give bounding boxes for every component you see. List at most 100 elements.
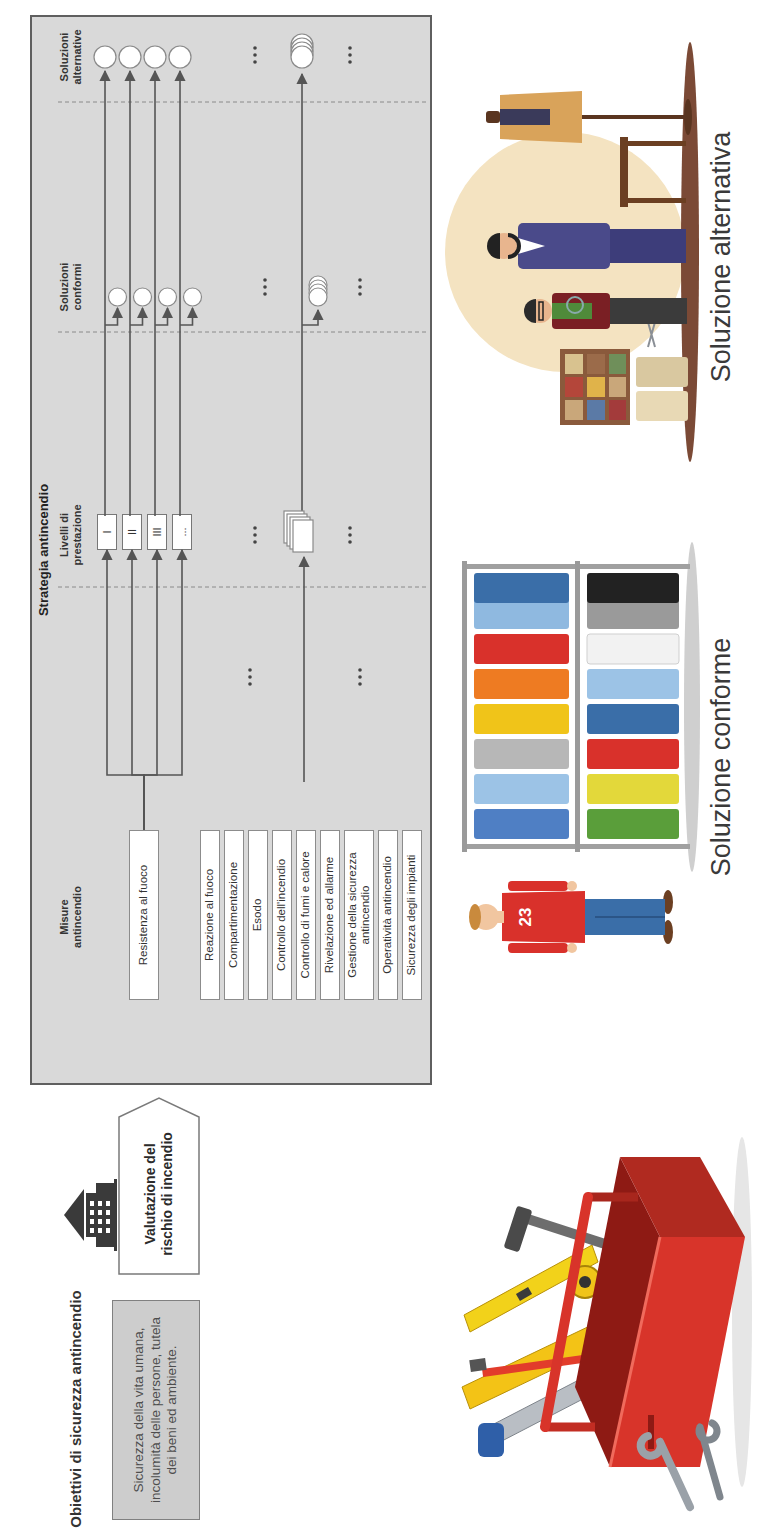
tailor-illustration xyxy=(518,223,610,269)
ellipsis-dots xyxy=(253,60,257,64)
measure-box: Compartimentazione xyxy=(224,830,244,1000)
ellipsis-dots xyxy=(253,46,257,50)
toolbox-illustration xyxy=(610,1237,745,1467)
building-icon xyxy=(106,1210,110,1215)
connector-group xyxy=(107,550,182,830)
ready-made-illustration xyxy=(474,774,569,804)
illustration-caption: Soluzione alternativa xyxy=(706,37,737,477)
level-numeral: III xyxy=(151,527,163,536)
toolbox-illustration xyxy=(545,1197,588,1427)
ready-made-illustration xyxy=(587,774,679,804)
ready-made-illustration xyxy=(474,809,569,839)
level-branch-arrow xyxy=(130,308,143,325)
column-divider xyxy=(58,332,428,333)
tailor-illustration xyxy=(508,235,519,257)
toolbox-illustration xyxy=(699,1423,720,1497)
measure-box: Operatività antincendio xyxy=(378,830,398,1000)
stacked-shapes xyxy=(291,42,313,64)
level-box: I xyxy=(97,514,117,550)
tailor-illustration xyxy=(560,349,630,425)
ready-made-illustration xyxy=(567,881,577,891)
column-header: Misure antincendio xyxy=(58,867,84,967)
tailor-illustration xyxy=(565,354,583,374)
toolbox-illustration xyxy=(545,1423,595,1432)
level-numeral: I xyxy=(101,530,113,533)
building-icon xyxy=(64,1189,84,1241)
strategy-panel: Strategia antincendioResistenza al fuoco… xyxy=(30,15,432,1085)
solution-circle xyxy=(169,46,191,68)
ready-made-illustration xyxy=(583,899,665,935)
objective-box: Obiettivi di sicurezza antincendioSicure… xyxy=(112,1300,200,1520)
column-divider xyxy=(58,102,428,103)
tailor-illustration xyxy=(636,391,688,421)
measure-label: Controllo di fumi e calore xyxy=(299,847,312,982)
solution-circle xyxy=(144,46,166,68)
tailor-illustration xyxy=(528,299,552,323)
toolbox-illustration xyxy=(579,1276,591,1288)
ellipsis-dots xyxy=(348,60,352,64)
ellipsis-dots xyxy=(263,292,267,296)
building-icon xyxy=(106,1219,110,1224)
ready-made-illustration xyxy=(595,916,665,918)
level-box: II xyxy=(122,514,142,550)
tailor-illustration xyxy=(539,302,543,320)
connector-arrow xyxy=(132,550,144,830)
ready-made-illustration xyxy=(502,891,585,943)
tailor-illustration xyxy=(445,42,699,462)
solution-circle xyxy=(119,46,141,68)
measure-label: Compartimentazione xyxy=(227,858,240,972)
tailor-illustration xyxy=(565,400,583,420)
toolbox-illustration xyxy=(610,1237,660,1467)
toolbox-illustration xyxy=(620,1157,745,1237)
building-icon xyxy=(106,1228,110,1233)
tailor-illustration xyxy=(491,233,517,259)
ellipsis-dots xyxy=(263,285,267,289)
level-numeral: II xyxy=(126,529,138,535)
building-icon xyxy=(86,1193,114,1237)
solution-circle xyxy=(134,288,152,306)
toolbox-illustration xyxy=(569,1266,601,1298)
level-box: ... xyxy=(172,514,192,550)
panel-title: Strategia antincendio xyxy=(36,17,51,1083)
tailor-illustration xyxy=(684,99,692,135)
ready-made-illustration xyxy=(663,920,673,944)
tailor-illustration xyxy=(565,377,583,397)
measure-box: Gestione della sicurezza antincendio xyxy=(344,830,374,1000)
ellipsis-dots xyxy=(248,675,252,679)
stacked-shapes xyxy=(284,34,327,552)
ready-made-illustration xyxy=(462,564,690,569)
column-header: Soluzioni conformi xyxy=(58,247,84,327)
level-branch-arrow xyxy=(129,71,131,516)
solution-circle xyxy=(159,288,177,306)
tailor-illustration xyxy=(587,377,605,397)
ellipsis-dots xyxy=(358,682,362,686)
solution-circle xyxy=(184,288,202,306)
ellipsis-dots xyxy=(248,46,362,686)
toolbox-illustration xyxy=(464,1245,598,1332)
ready-made-illustration xyxy=(663,890,673,914)
tailor-illustration xyxy=(606,229,686,263)
measure-box: Rivelazione ed allarme xyxy=(320,830,340,1000)
tailor-illustration xyxy=(607,298,687,324)
building-icon xyxy=(98,1219,102,1224)
ready-made-illustration xyxy=(587,704,679,734)
column-divider xyxy=(58,102,428,587)
tailor-illustration xyxy=(518,238,545,254)
level-branch-arrow xyxy=(301,74,303,512)
tailor-illustration xyxy=(587,354,605,374)
building-icon xyxy=(90,1219,94,1224)
ready-made-illustration xyxy=(587,739,679,769)
tailor-illustration xyxy=(609,377,626,397)
tailor-illustration xyxy=(487,233,500,259)
level-branch-arrow xyxy=(104,71,106,516)
tailor-illustration xyxy=(552,293,610,329)
tailor-illustration xyxy=(486,111,500,123)
ellipsis-dots xyxy=(358,278,362,282)
building-icon xyxy=(98,1210,102,1215)
column-header: Livelli di prestazione xyxy=(58,495,84,575)
section-heading: Obiettivi di sicurezza antincendio xyxy=(67,1289,85,1529)
ready-made-illustration xyxy=(587,634,679,664)
ready-made-illustration xyxy=(575,561,580,852)
ellipsis-dots xyxy=(253,53,257,57)
ready-made-illustration xyxy=(462,844,690,849)
